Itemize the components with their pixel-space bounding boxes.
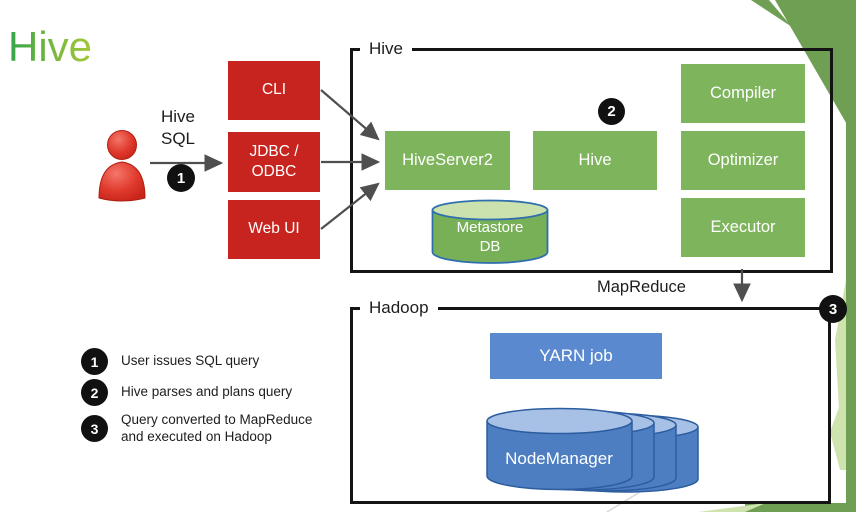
mapreduce-label: MapReduce [597, 278, 686, 296]
metastore-body [431, 210, 549, 264]
metastore-line1: Metastore [456, 219, 524, 236]
nodemanager-cylinders [486, 407, 699, 493]
step-2-badge: 2 [598, 98, 625, 125]
yarn-job-box: YARN job [490, 333, 662, 379]
legend-item-2: 2 Hive parses and plans query [81, 379, 292, 406]
hadoop-group-label: Hadoop [360, 296, 438, 320]
jdbc-odbc-box: JDBC / ODBC [228, 132, 320, 192]
step-1-badge: 1 [167, 164, 195, 192]
metastore-top [431, 199, 549, 221]
hive-group-label: Hive [360, 37, 413, 61]
bottom-light-wedge [698, 503, 766, 512]
hive-group-frame: Hive [350, 37, 833, 273]
cylinder-front [486, 407, 633, 491]
legend-badge-3: 3 [81, 415, 108, 443]
step-3-badge: 3 [819, 295, 847, 323]
metastore-db-label: Metastore DB [430, 219, 550, 257]
hadoop-group-frame: Hadoop [350, 296, 831, 504]
hiveserver2-box: HiveServer2 [385, 131, 510, 190]
legend-item-1: 1 User issues SQL query [81, 348, 259, 375]
jdbc-line2: ODBC [251, 163, 297, 180]
right-light-wedge-2 [830, 388, 846, 470]
cli-box: CLI [228, 61, 320, 120]
nodemanager-label: NodeManager [505, 449, 613, 468]
hive-sql-label: Hive SQL [150, 106, 206, 150]
metastore-line2: DB [479, 237, 501, 255]
legend-text-1: User issues SQL query [121, 353, 260, 369]
person-head [107, 130, 137, 160]
compiler-box: Compiler [681, 64, 805, 123]
hive-sql-line2: SQL [160, 129, 196, 149]
metastore-db-cylinder [431, 199, 549, 264]
person-body [98, 161, 146, 202]
bottom-edge-strip [745, 503, 856, 512]
web-ui-box: Web UI [228, 200, 320, 259]
jdbc-line1: JDBC / [249, 142, 299, 160]
legend-badge-1: 1 [81, 348, 108, 375]
hive-sql-line1: Hive [160, 107, 195, 126]
user-person-icon [98, 130, 146, 202]
legend-item-3: 3 Query converted to MapReduce and execu… [81, 412, 329, 446]
corner-sliver [751, 0, 792, 27]
legend-badge-2: 2 [81, 379, 108, 406]
hive-box: Hive [533, 131, 657, 190]
right-edge-strip [846, 0, 856, 512]
executor-box: Executor [681, 198, 805, 257]
legend-text-3: Query converted to MapReduce and execute… [121, 412, 313, 444]
page-title: Hive [8, 23, 93, 70]
legend-text-2: Hive parses and plans query [121, 384, 293, 400]
optimizer-box: Optimizer [681, 131, 805, 190]
